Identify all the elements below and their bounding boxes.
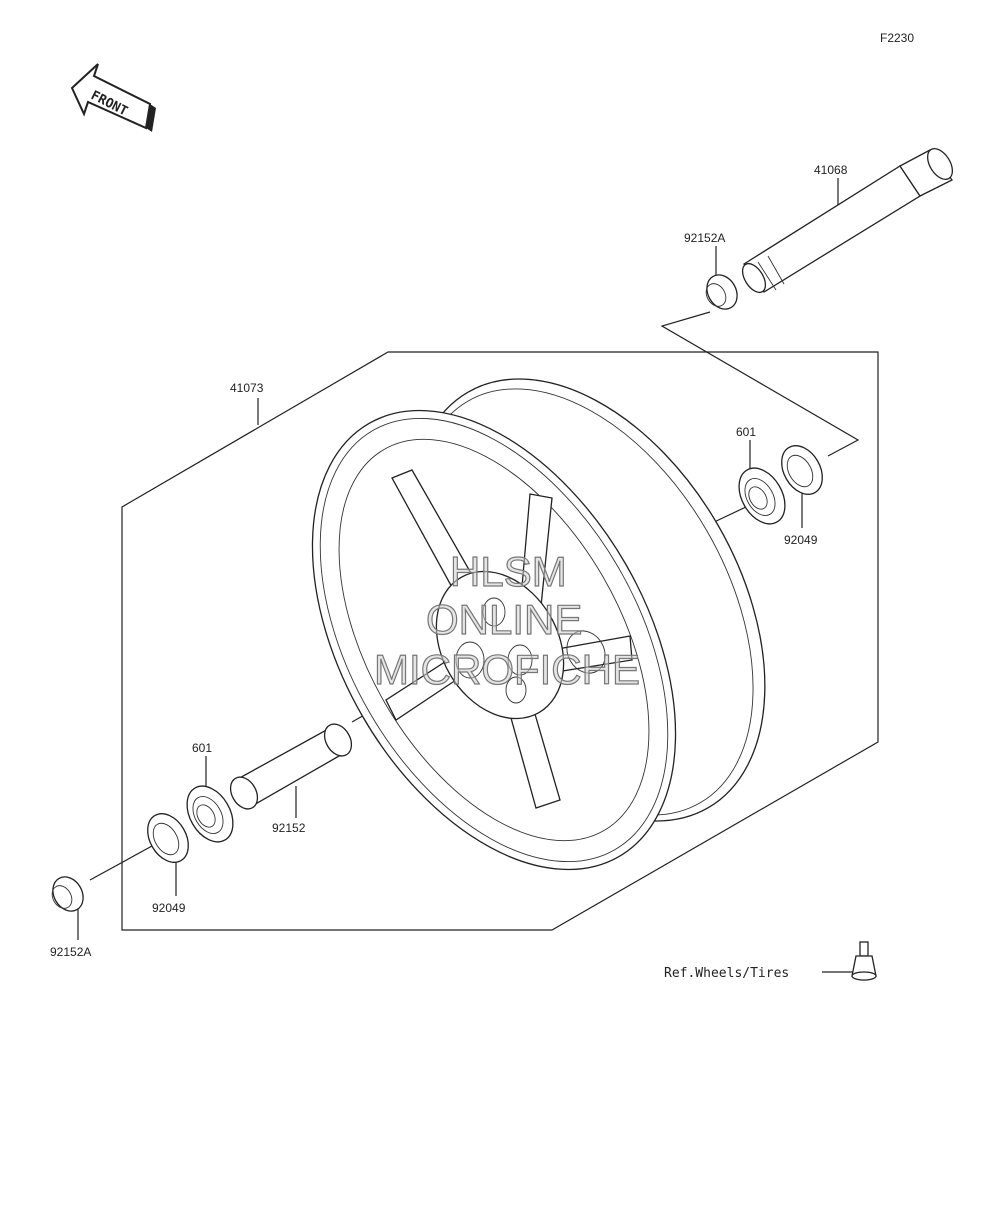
reference-link[interactable]: Ref.Wheels/Tires [664,966,789,981]
seal-right-part [781,445,823,495]
valve-stem-icon [851,941,877,981]
axle-part [741,147,954,294]
diagram-code: F2230 [880,31,914,45]
collar-top-part [705,274,738,310]
front-arrow-icon: FRONT [70,63,156,132]
axis-line-right [709,505,749,525]
callout-wheel: 41073 [230,381,264,395]
wheel-group-outline [121,351,879,931]
collar-left-part [51,876,84,912]
seal-left-part [147,813,189,863]
axis-line-left [89,845,153,881]
spacer-part [229,723,353,810]
callout-seal-left: 92049 [152,901,186,915]
bearing-right-part [738,467,786,525]
watermark-line-2: ONLINE [426,596,582,643]
callout-collar-top: 92152A [684,231,725,245]
axle-group-outline [660,311,860,457]
callout-axle: 41068 [814,163,848,177]
watermark: HLSM ONLINE MICROFICHE [373,547,640,693]
watermark-line-3: MICROFICHE [374,646,640,693]
bearing-left-part [186,785,234,843]
watermark-line-1: HLSM [450,548,567,595]
wheel-part [311,378,766,871]
callout-spacer: 92152 [272,821,306,835]
callout-bearing-right: 601 [736,425,756,439]
callout-seal-right: 92049 [784,533,818,547]
callout-bearing-left: 601 [192,741,212,755]
callout-collar-left: 92152A [50,945,91,959]
